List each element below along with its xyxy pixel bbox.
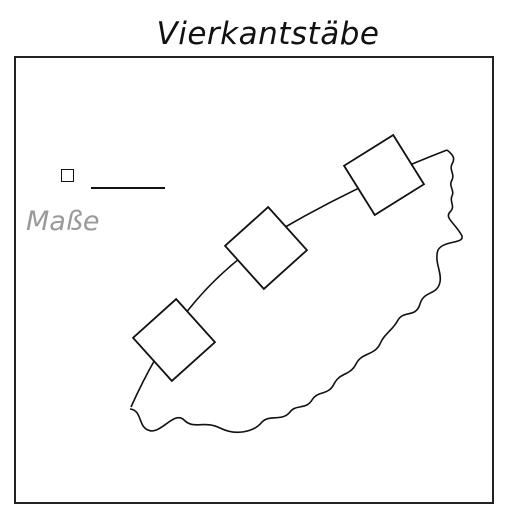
square-symbol-icon (61, 169, 74, 182)
break-edge (129, 149, 463, 434)
drawing-frame (14, 56, 494, 504)
square-bar-2 (223, 205, 309, 291)
dimension-input-line[interactable] (91, 187, 165, 189)
square-bar-3 (342, 133, 426, 217)
drawing-title: Vierkantstäbe (156, 16, 380, 52)
dimension-label: Maße (26, 206, 100, 237)
square-bar-1 (131, 297, 217, 383)
